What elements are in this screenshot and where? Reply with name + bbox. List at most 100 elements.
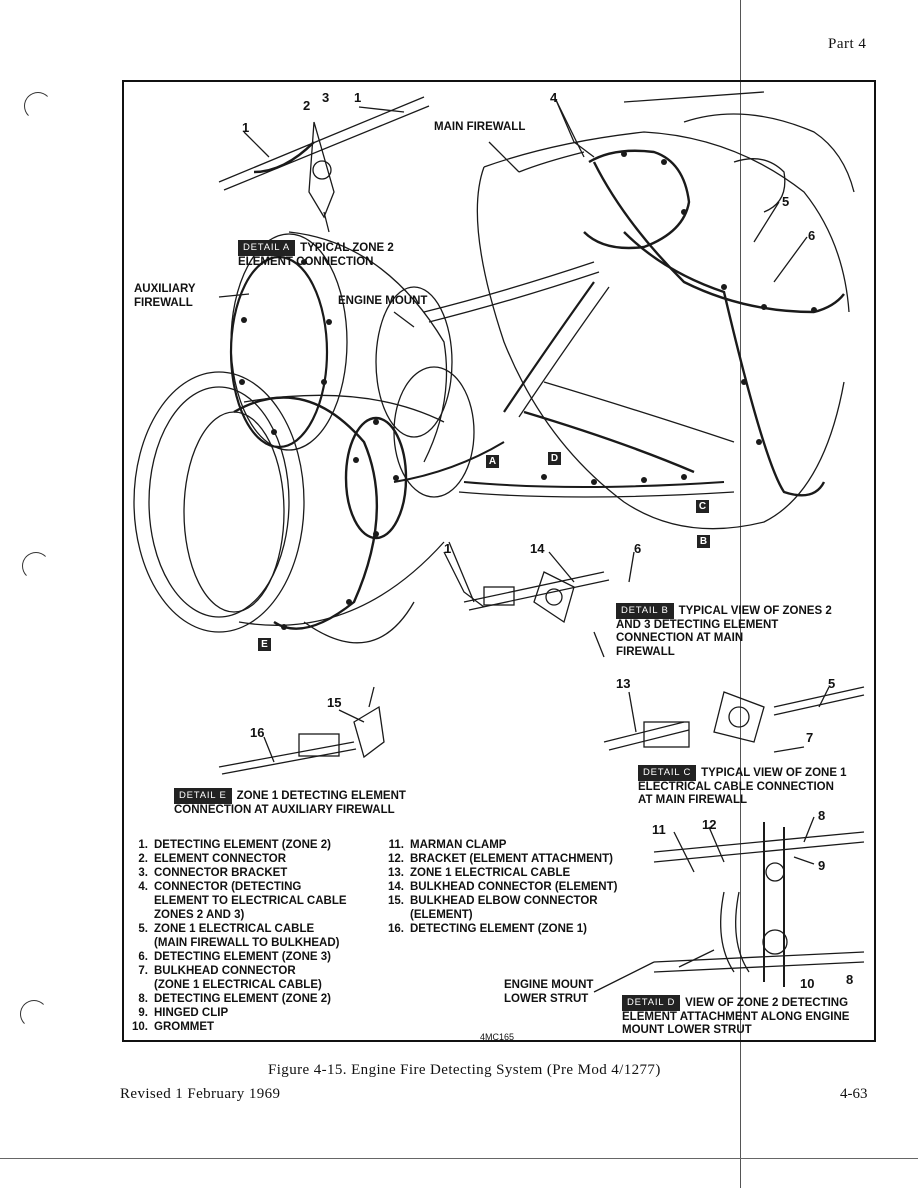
detail-a-tag: DETAIL A [238, 240, 296, 256]
detail-e-text: ZONE 1 DETECTING ELEMENT CONNECTION AT A… [174, 790, 406, 816]
legend-number: 4. [138, 881, 148, 893]
legend-item: 13. ZONE 1 ELECTRICAL CABLE [384, 866, 617, 880]
callout-6: 6 [808, 228, 816, 243]
engine-fire-detection-illustration [133, 91, 865, 993]
legend-item: 9. HINGED CLIP [128, 1006, 347, 1020]
legend-item: 16. DETECTING ELEMENT (ZONE 1) [384, 922, 617, 936]
detail-marker-b: B [697, 535, 710, 548]
detail-d-text: VIEW OF ZONE 2 DETECTING ELEMENT ATTACHM… [622, 997, 850, 1036]
detail-marker-d: D [548, 452, 561, 465]
page-number: 4-63 [840, 1086, 868, 1102]
callout-1: 1 [242, 120, 250, 135]
legend-text: BULKHEAD CONNECTOR (ELEMENT) [410, 881, 618, 893]
legend-number: 10. [132, 1021, 148, 1033]
detail-e-tag: DETAIL E [174, 788, 232, 804]
legend-text: DETECTING ELEMENT (ZONE 2) [154, 993, 331, 1005]
part-label: Part 4 [828, 36, 867, 52]
detail-c-tag: DETAIL C [638, 765, 697, 781]
legend-item: 10. GROMMET [128, 1020, 347, 1034]
legend-text: ZONE 1 ELECTRICAL CABLE [410, 867, 571, 879]
punch-hole-mark [24, 92, 52, 120]
callout-1: 1 [354, 90, 362, 105]
binding-edge-line [740, 0, 741, 1188]
figure-caption: Figure 4-15. Engine Fire Detecting Syste… [268, 1062, 661, 1078]
legend-number: 11. [388, 839, 404, 851]
callout-13: 13 [616, 676, 631, 691]
callout-4: 4 [550, 90, 558, 105]
legend-number: 9. [138, 1007, 148, 1019]
callout-2: 2 [303, 98, 311, 113]
callout-11: 11 [652, 822, 666, 837]
legend-item: 3. CONNECTOR BRACKET [128, 866, 347, 880]
legend-number: 16. [388, 923, 404, 935]
legend-item: 6. DETECTING ELEMENT (ZONE 3) [128, 950, 347, 964]
legend-item: 1. DETECTING ELEMENT (ZONE 2) [128, 838, 347, 852]
engine-mount-lower-strut-label: ENGINE MOUNT LOWER STRUT [504, 979, 594, 1005]
callout-5: 5 [782, 194, 790, 209]
revision-date: Revised 1 February 1969 [120, 1086, 281, 1102]
legend-text: CONNECTOR BRACKET [154, 867, 288, 879]
legend-number: 13. [388, 867, 404, 879]
main-firewall-label: MAIN FIREWALL [434, 121, 526, 133]
callout-8: 8 [846, 972, 854, 987]
callout-10: 10 [800, 976, 815, 991]
page-bottom-edge [0, 1158, 918, 1159]
legend-number: 5. [138, 923, 148, 935]
legend-text: BULKHEAD CONNECTOR (ZONE 1 ELECTRICAL CA… [154, 965, 322, 991]
punch-hole-mark [20, 1000, 48, 1028]
legend-item: 15.BULKHEAD ELBOW CONNECTOR (ELEMENT) [384, 894, 617, 922]
callout-5: 5 [828, 676, 836, 691]
legend-text: BRACKET (ELEMENT ATTACHMENT) [410, 853, 613, 865]
legend-item: 8. DETECTING ELEMENT (ZONE 2) [128, 992, 347, 1006]
callout-15: 15 [327, 695, 342, 710]
legend-text: MARMAN CLAMP [410, 839, 507, 851]
legend-number: 3. [138, 867, 148, 879]
callout-12: 12 [702, 817, 717, 832]
engine-mount-label: ENGINE MOUNT [338, 295, 428, 307]
drawing-code: 4MC165 [480, 1032, 515, 1042]
callout-16: 16 [250, 725, 265, 740]
legend-text: DETECTING ELEMENT (ZONE 1) [410, 923, 587, 935]
legend-item: 2. ELEMENT CONNECTOR [128, 852, 347, 866]
detail-b-text: TYPICAL VIEW OF ZONES 2 AND 3 DETECTING … [616, 605, 832, 658]
legend-text: ELEMENT CONNECTOR [154, 853, 287, 865]
legend-number: 12. [388, 853, 404, 865]
legend-number: 8. [138, 993, 148, 1005]
figure-frame [122, 80, 876, 1042]
legend-number: 15. [388, 895, 404, 907]
legend-item: 4. CONNECTOR (DETECTING ELEMENT TO ELECTR… [128, 880, 347, 922]
callout-6: 6 [634, 541, 642, 556]
detail-marker-c: C [696, 500, 709, 513]
legend-item: 11. MARMAN CLAMP [384, 838, 617, 852]
legend-left: 1. DETECTING ELEMENT (ZONE 2) 2. ELEMENT CO… [128, 838, 347, 1034]
legend-item: 5. ZONE 1 ELECTRICAL CABLE (MAIN FIREWALL… [128, 922, 347, 950]
legend-text: GROMMET [154, 1021, 215, 1033]
legend-number: 14. [388, 881, 404, 893]
callout-3: 3 [322, 90, 330, 105]
detail-marker-e: E [258, 638, 271, 651]
legend-number: 1. [138, 839, 148, 851]
legend-item: 7. BULKHEAD CONNECTOR (ZONE 1 ELECTRICAL … [128, 964, 347, 992]
callout-1: 1 [444, 541, 452, 556]
legend-item: 14. BULKHEAD CONNECTOR (ELEMENT) [384, 880, 617, 894]
callout-14: 14 [530, 541, 545, 556]
callout-8: 8 [818, 808, 826, 823]
legend-text: DETECTING ELEMENT (ZONE 2) [154, 839, 331, 851]
detail-marker-a: A [486, 455, 499, 468]
detail-c-text: TYPICAL VIEW OF ZONE 1 ELECTRICAL CABLE … [638, 767, 847, 806]
auxiliary-firewall-label: AUXILIARY FIREWALL [134, 283, 196, 309]
legend-number: 7. [138, 965, 148, 977]
legend-text: ZONE 1 ELECTRICAL CABLE (MAIN FIREWALL T… [154, 923, 340, 949]
legend-text: HINGED CLIP [154, 1007, 229, 1019]
legend-text: CONNECTOR (DETECTING ELEMENT TO ELECTRIC… [154, 881, 347, 921]
punch-hole-mark [22, 552, 50, 580]
legend-number: 2. [138, 853, 148, 865]
legend-item: 12. BRACKET (ELEMENT ATTACHMENT) [384, 852, 617, 866]
legend-text: DETECTING ELEMENT (ZONE 3) [154, 951, 331, 963]
legend-number: 6. [138, 951, 148, 963]
